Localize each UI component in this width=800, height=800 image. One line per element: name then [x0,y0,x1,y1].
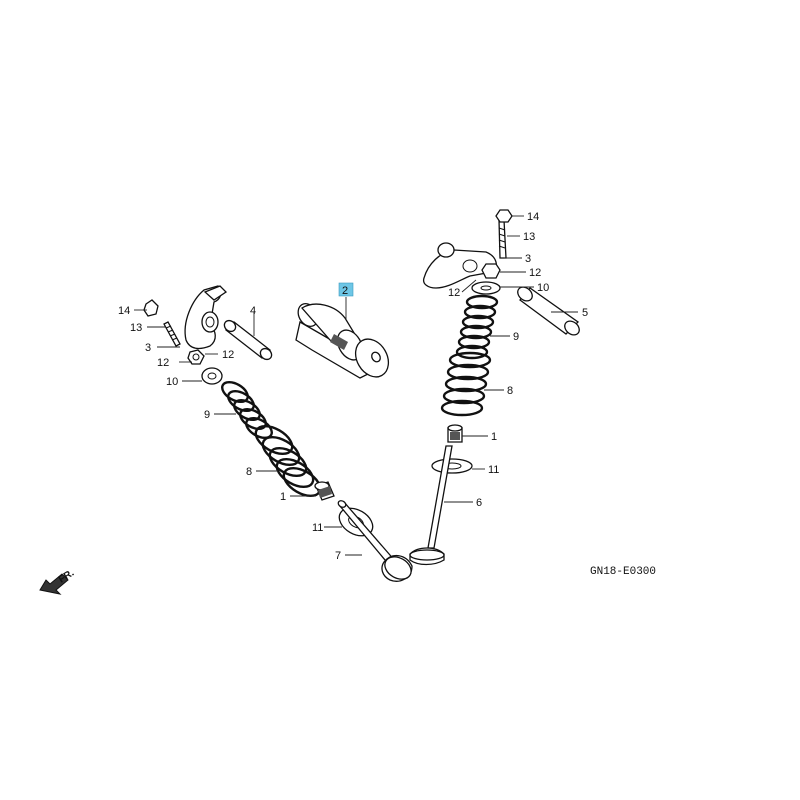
callout-3-left: 3 [145,342,151,354]
callout-11-right: 11 [488,464,499,476]
right-inner-valve-spring [455,294,499,360]
callout-1-lower: 1 [280,491,286,503]
callout-3-right: 3 [525,253,531,265]
callout-1-upper: 1 [491,431,497,443]
camshaft [295,303,390,379]
callout-10-right: 10 [537,282,549,294]
rocker-shaft-left [223,319,273,361]
callout-13-right: 13 [523,231,535,243]
right-valve [409,445,453,566]
callout-2: 2 [342,285,348,297]
right-valve-spring-seat [431,458,473,474]
callout-13-left: 13 [130,322,142,334]
callout-9-left: 9 [204,409,210,421]
left-outer-valve-spring [254,424,322,498]
callout-14-left: 14 [118,305,130,317]
right-valve-stem-seal [447,424,463,443]
rocker-shaft-right [517,286,580,336]
callout-12-right-a: 12 [529,267,541,279]
callout-9-right: 9 [513,331,519,343]
callout-4: 4 [250,305,256,317]
figure-code: GN18-E0300 [590,566,656,578]
callout-8-right: 8 [507,385,513,397]
callout-8-left: 8 [246,466,252,478]
callout-12-left-a: 12 [157,357,169,369]
callout-6: 6 [476,497,482,509]
left-inner-valve-spring [221,380,273,440]
callout-12-left-b: 12 [222,349,234,361]
highlight-box [338,282,354,297]
left-spring-seat [201,367,223,385]
right-adjuster-screw [471,209,513,295]
left-valve-stem-seal [314,481,335,501]
callout-labels: 2 4 5 14 13 3 12 12 10 9 8 1 11 7 14 13 … [57,211,656,586]
leader-lines [134,215,578,556]
callout-14-right: 14 [527,211,539,223]
front-arrow-icon [39,573,69,595]
left-rocker-arm [184,285,228,350]
callout-7: 7 [335,550,341,562]
left-valve [337,500,413,582]
right-outer-valve-spring [440,351,492,417]
callout-12-right-b: 12 [448,287,460,299]
callout-11-left: 11 [312,522,323,534]
callout-5: 5 [582,307,588,319]
callout-10-left: 10 [166,376,178,388]
